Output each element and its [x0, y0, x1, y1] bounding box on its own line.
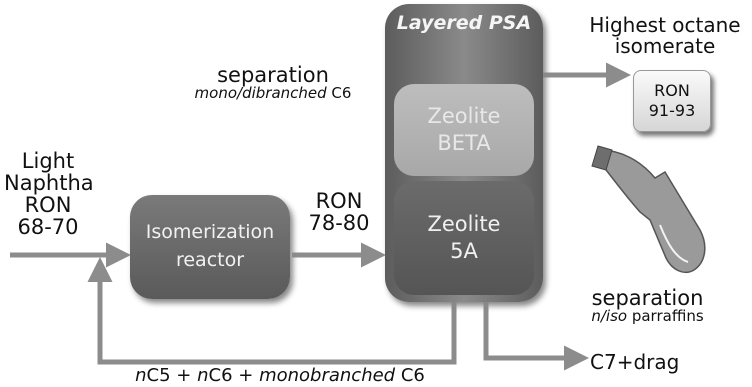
zeolite-5a-layer: Zeolite 5A: [394, 181, 534, 295]
c7-drag-label: C7+drag: [590, 350, 680, 374]
light-naphtha-label: Light Naphtha RON 68-70: [4, 149, 94, 240]
arrow-drag: [483, 302, 589, 371]
isomerization-reactor-box: Isomerization reactor: [130, 195, 290, 299]
intermediate-ron-label: RON 78-80: [308, 189, 370, 236]
product-ron-box: RON 91-93: [633, 70, 711, 132]
zeolite-beta-layer: Zeolite BETA: [394, 84, 534, 176]
layered-psa-title: Layered PSA: [396, 12, 532, 34]
recycle-stream-label: nC5 + nC6 + monobranched C6: [135, 365, 425, 386]
arrow-recycle: [87, 257, 457, 365]
fuel-nozzle-icon: [591, 145, 706, 274]
highest-octane-label: Highest octane isomerate: [589, 13, 741, 58]
separation-bottom-label: separation n/iso parraffins: [591, 286, 704, 326]
separation-top-label: separation mono/dibranched C6: [194, 63, 352, 103]
